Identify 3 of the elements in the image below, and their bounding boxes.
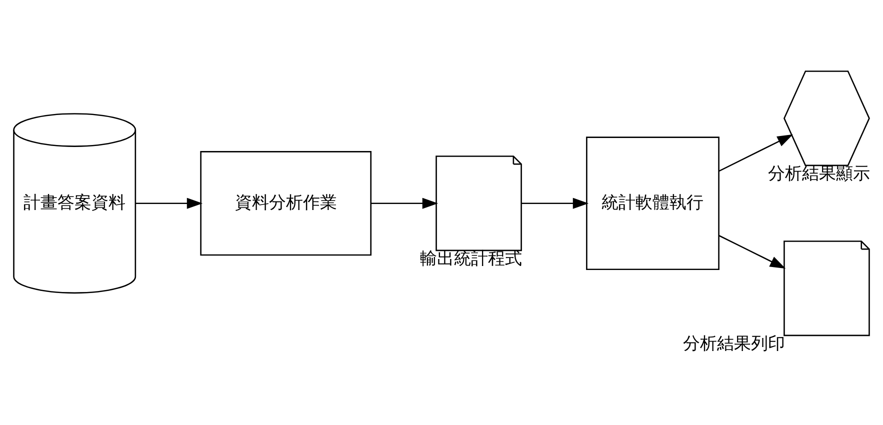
node-label: 分析結果顯示 (768, 164, 870, 184)
node-label: 輸出統計程式 (420, 249, 522, 270)
node-label: 分析結果列印 (682, 334, 785, 354)
